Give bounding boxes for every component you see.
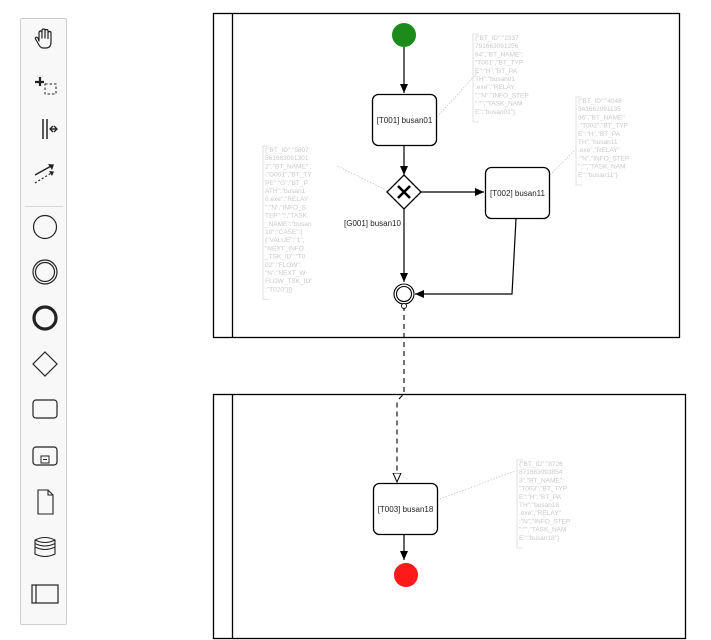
gateway-icon[interactable] [21, 344, 68, 384]
annotation-line: E":"H","BT_PA [519, 494, 562, 501]
end-event-icon[interactable] [21, 298, 68, 338]
message-flow-to-t003 [397, 306, 405, 482]
intermediate-event-icon[interactable] [21, 252, 68, 292]
task-t001-label: [T001] busan01 [377, 116, 433, 125]
annotation-line: ":"","TASK_NAM [519, 527, 566, 534]
pool-1[interactable] [212, 12, 681, 339]
annotation-line: 0.exe","RELAY [265, 196, 309, 203]
task-t003-label: [T003] busan18 [378, 505, 434, 514]
annotation-t001[interactable]: {"BT_ID":"233779166309125694","BT_NAME":… [472, 33, 529, 123]
annotation-line: 561663091301 [265, 155, 309, 162]
pool-2[interactable] [212, 393, 687, 640]
annotation-t002[interactable]: {"BT_ID":"404834166209113536","BT_NAME":… [575, 96, 629, 186]
annotation-line: 2","BT_NAME" [265, 163, 309, 170]
annotation-line: {"BT_ID":"8726 [519, 461, 563, 468]
flow-t002-to-intermediate [415, 218, 517, 298]
annotation-line: 791663091256 [475, 43, 519, 50]
annotation-bracket [575, 96, 582, 186]
annotation-bracket [516, 459, 523, 549]
annotation-line: TEP":"","TASK [265, 213, 308, 220]
annotation-line: E":"busan11"} [578, 172, 619, 179]
annotation-line: E":"busan01"} [475, 109, 516, 116]
annotation-line: "N","NEXT_W [265, 270, 306, 277]
annotation-bracket [472, 33, 479, 123]
annotation-line: TH":"busan11 [578, 139, 618, 146]
task-t002-label: [T002] busan11 [490, 189, 546, 198]
annotation-line: ":"","TASK_NAM [578, 164, 625, 171]
annotation-line: ":"N","INFO_STEP [475, 92, 529, 99]
tool-palette [20, 18, 67, 625]
annotation-line: 94","BT_NAME": [475, 51, 524, 58]
annotation-line: 10","CASE":[ [265, 229, 302, 236]
sequence-flows [397, 47, 517, 560]
annotation-line: .exe","RELAY" [519, 510, 562, 517]
annotation-line: ATH":"busan1 [265, 188, 306, 195]
annotation-line: :"N","INFO_STEP [519, 518, 570, 525]
subprocess-icon[interactable] [21, 436, 68, 476]
annotation-line: "T001","BT_TYP [475, 60, 523, 67]
annotation-line: ":"","TASK_NAM [475, 101, 522, 108]
task-t001[interactable]: [T001] busan01 [371, 93, 438, 147]
annotation-line: .exe","RELAY [475, 84, 515, 91]
lasso-tool-icon[interactable] [21, 65, 68, 105]
annotation-line: 871663093854 [519, 469, 563, 476]
annotation-line: {"BT_ID":"4048 [578, 98, 622, 105]
annotation-line: 3","BT_NAME": [519, 477, 564, 484]
start-event-icon[interactable] [21, 207, 68, 247]
space-tool-icon[interactable] [21, 109, 68, 149]
task-t003[interactable]: [T003] busan18 [372, 482, 439, 536]
annotation-line: PE":"G","BT_P [265, 180, 308, 187]
annotation-line: .exe","RELAY" [578, 147, 621, 154]
annotation-line: _NAME":"busan [264, 221, 312, 228]
end-event[interactable] [394, 563, 418, 587]
annotation-line: {"VALUE":"1", [265, 237, 305, 244]
hand-tool-icon[interactable] [21, 19, 68, 59]
annotation-line: :"G001","BT_TY [265, 172, 312, 179]
annotation-line: :"T020"}]} [265, 286, 293, 293]
annotation-line: ":"N","INFO_S [265, 204, 307, 211]
annotation-line: {"BT_ID":"5807 [265, 147, 309, 154]
annotation-line: 02","FLOW": [265, 262, 302, 269]
data-object-icon[interactable] [21, 482, 68, 522]
annotation-line: TH":"busan18 [519, 502, 559, 509]
annotation-bracket [262, 145, 269, 301]
annotation-line: 36","BT_NAME" [578, 114, 625, 121]
gateway-label: [G001] busan10 [344, 219, 401, 228]
pool-icon[interactable] [21, 574, 68, 614]
annotation-line: FLOW_TSK_ID" [265, 278, 313, 285]
annotation-line: "NEXT_INFO [265, 245, 304, 252]
annotation-line: :"N","INFO_STEP [578, 155, 629, 162]
exclusive-gateway[interactable] [386, 174, 422, 210]
annotation-line: E":"H","BT_PA [475, 68, 518, 75]
connect-tool-icon[interactable] [21, 154, 68, 194]
annotation-line: TH":"busan01 [475, 76, 515, 83]
intermediate-event[interactable] [393, 283, 415, 309]
annotation-line: :"T002","BT_TYP [578, 123, 628, 130]
task-t002[interactable]: [T002] busan11 [484, 166, 551, 220]
annotation-line: _TSK_ID":"T0 [264, 254, 306, 261]
data-store-icon[interactable] [21, 527, 68, 567]
annotation-line: E":"H","BT_PA [578, 131, 621, 138]
start-event[interactable] [392, 23, 416, 47]
annotation-associations [336, 71, 576, 501]
annotation-line: {"BT_ID":"2337 [475, 35, 519, 42]
task-icon[interactable] [21, 389, 68, 429]
annotation-line: E":"busan18"} [519, 535, 560, 542]
annotation-line: 341662091135 [578, 106, 621, 113]
annotation-line: "T003","BT_TYP [519, 486, 567, 493]
